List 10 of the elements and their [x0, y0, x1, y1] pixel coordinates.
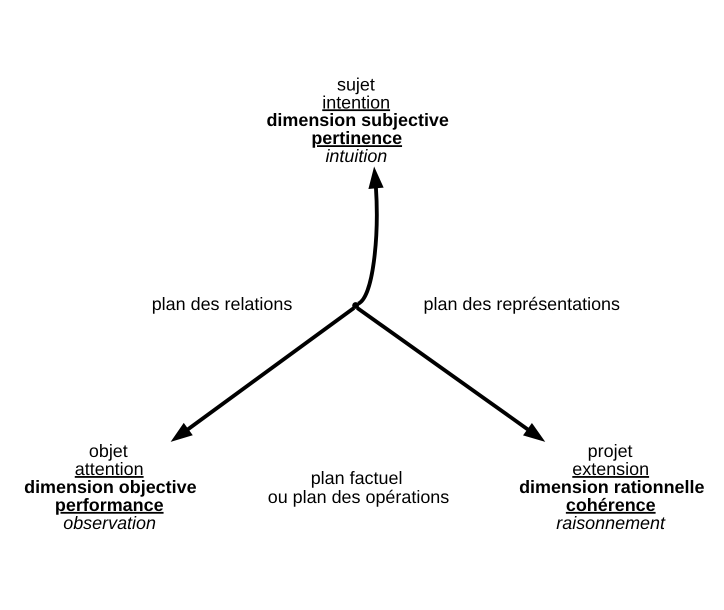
arrow — [170, 306, 356, 442]
label: plan des représentations — [424, 294, 620, 314]
node-text: sujet intention dimension subjective pertinence intuition — [266, 74, 449, 166]
label: plan factuel ou plan des opérations — [268, 467, 450, 507]
node-text: objet attention dimension objective performance observation — [24, 440, 197, 532]
arrow — [356, 166, 384, 305]
label: plan des relations — [152, 294, 292, 314]
arrow — [356, 306, 546, 442]
node-point — [352, 302, 359, 308]
node-text: projet extension dimension rationnelle cohérence raisonnement — [519, 440, 704, 532]
